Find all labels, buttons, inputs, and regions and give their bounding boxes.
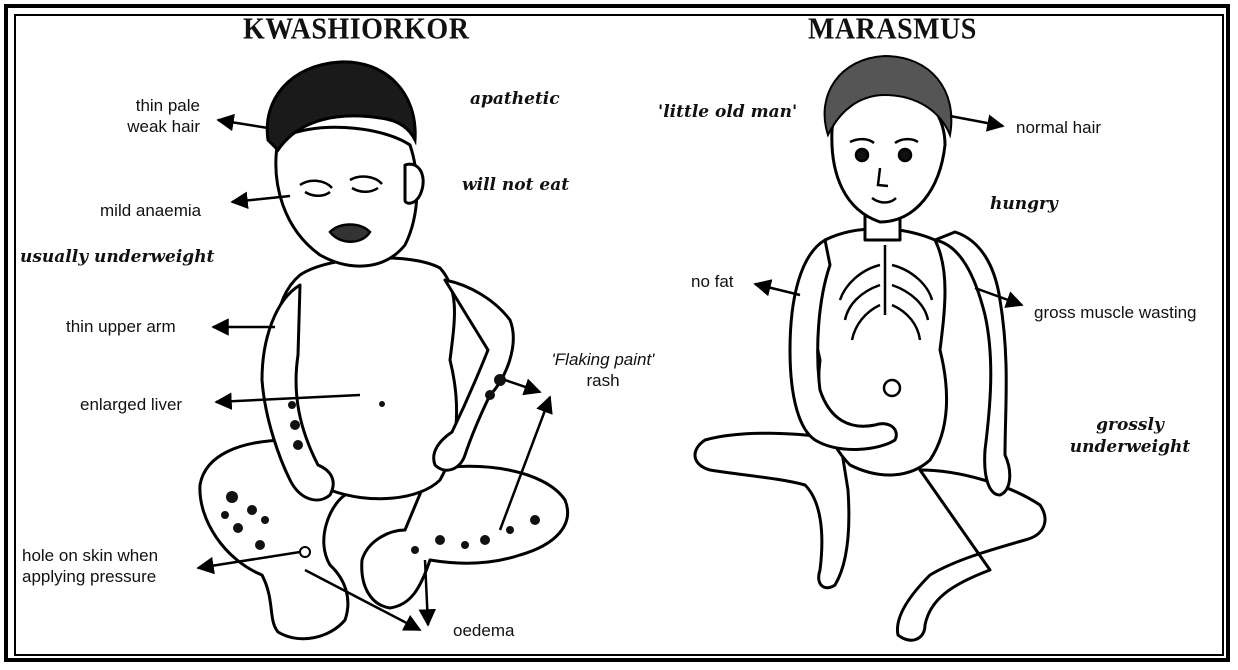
label-little-old-man: 'little old man' [658,101,797,123]
label-oedema: oedema [453,620,514,641]
label-will-not-eat: will not eat [462,174,569,196]
label-thin-upper-arm: thin upper arm [66,316,176,337]
label-no-fat: no fat [691,271,734,292]
label-hole-on-skin: hole on skin when applying pressure [22,545,158,587]
label-enlarged-liver: enlarged liver [80,394,182,415]
marasmus-title: MARASMUS [808,13,977,48]
label-apathetic: apathetic [470,88,560,110]
label-hungry: hungry [990,193,1058,215]
marasmus-child-drawing [695,85,1045,640]
kwashiorkor-title: KWASHIORKOR [243,13,469,48]
label-normal-hair: normal hair [1016,117,1101,138]
label-gross-muscle-wasting: gross muscle wasting [1034,302,1197,323]
label-flaking-paint-rash: 'Flaking paint' rash [530,349,676,391]
pressure-hole [300,547,310,557]
label-mild-anaemia: mild anaemia [100,200,201,221]
label-grossly-underweight: grossly underweight [1062,414,1198,458]
label-usually-underweight: usually underweight [20,246,214,268]
label-thin-pale-weak-hair: thin pale weak hair [100,95,200,137]
